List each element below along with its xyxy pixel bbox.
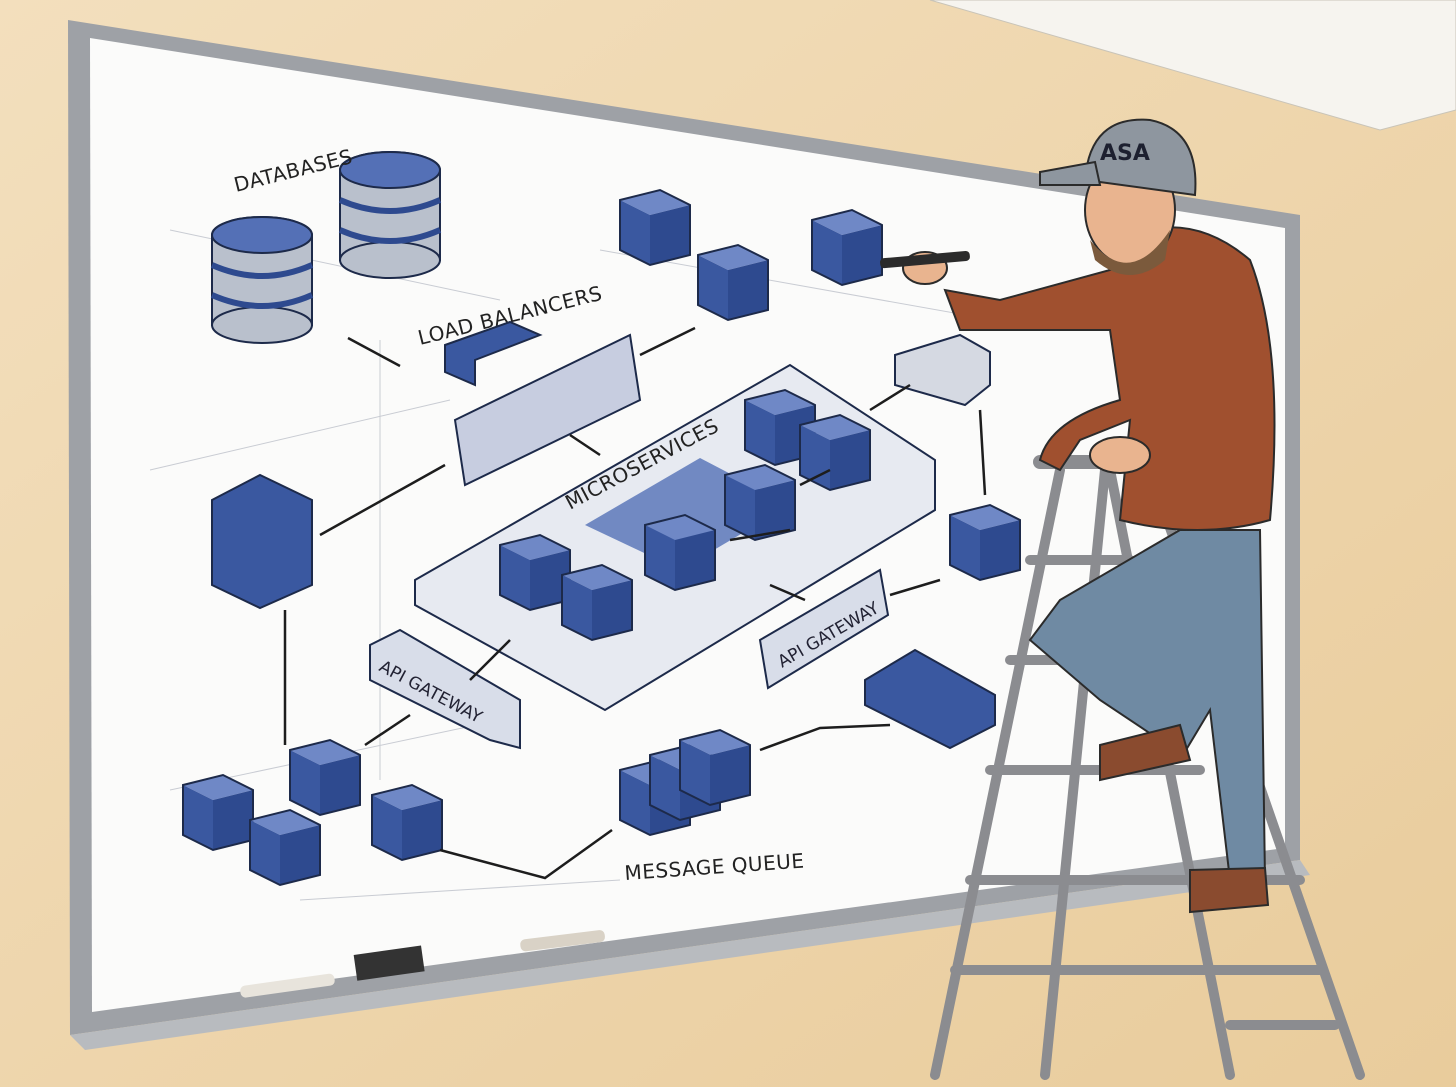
node-cube-icon	[182, 774, 254, 851]
hoodie	[943, 226, 1276, 531]
marker	[520, 930, 605, 952]
server-cube-icon	[619, 189, 691, 266]
server-rack-icon	[211, 473, 313, 610]
microservice-cube-icon	[644, 514, 716, 591]
node-cube-icon	[371, 784, 443, 861]
database-icon	[340, 152, 440, 278]
microservice-cube-icon	[561, 564, 633, 641]
database-icon	[212, 217, 312, 343]
hand	[1089, 436, 1151, 474]
node-cube-icon	[249, 809, 321, 886]
storage-array-icon	[864, 648, 996, 750]
marker-in-hand	[880, 250, 970, 269]
marker	[240, 973, 335, 998]
person-drawing: ASA	[880, 118, 1276, 914]
server-cube-icon	[811, 209, 883, 286]
connector-arrows	[283, 326, 987, 880]
cap-brim	[1039, 160, 1102, 186]
cap	[1083, 118, 1197, 197]
router-icon	[894, 333, 991, 407]
network-switch-icon	[453, 333, 642, 487]
node-cube-icon	[289, 739, 361, 816]
beard	[1090, 230, 1170, 275]
shoe	[1189, 866, 1270, 914]
shoe	[1099, 723, 1192, 782]
api-gateway-left-box	[369, 628, 521, 750]
ceiling	[929, 0, 1456, 131]
microservice-cube-icon	[499, 534, 571, 611]
eraser	[353, 945, 425, 981]
microservice-cube-icon	[724, 464, 796, 541]
server-cube-icon	[697, 244, 769, 321]
load-balancer-icon	[444, 320, 543, 387]
cap-logo: ASA	[1100, 141, 1150, 166]
api-gateway-right-box	[758, 568, 890, 690]
marker-tray	[70, 860, 1310, 1050]
queue-block-icon	[679, 729, 751, 806]
service-cube-icon	[949, 504, 1021, 581]
